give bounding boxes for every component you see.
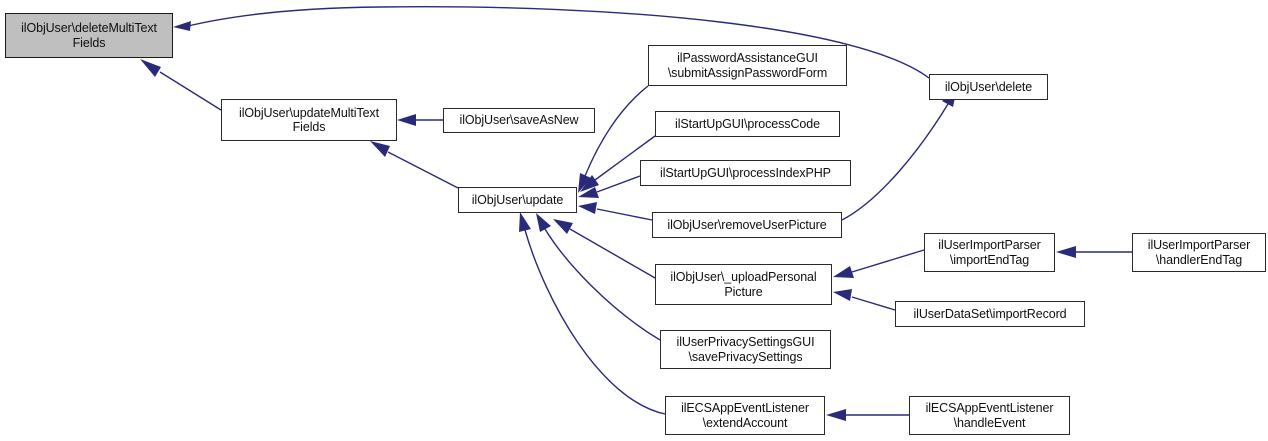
edge-removeuserpicture-to-delete <box>841 88 957 221</box>
node-updatemultitextfields[interactable]: ilObjUser\updateMultiText Fields <box>221 99 397 141</box>
edge-saveasnew-to-updatemulti <box>397 114 443 126</box>
node-submitassignpasswordform[interactable]: ilPasswordAssistanceGUI \submitAssignPas… <box>648 45 847 86</box>
node-saveasnew[interactable]: ilObjUser\saveAsNew <box>443 108 595 133</box>
edge-uploadpersonalpicture-to-update <box>553 219 656 279</box>
edge-submitassignpasswordform-to-update <box>578 85 649 193</box>
edge-updatemulti-to-deletemulti <box>140 59 222 111</box>
edge-processcode-to-update <box>580 135 656 192</box>
edge-processindexphp-to-update <box>578 175 641 198</box>
node-importendtag[interactable]: ilUserImportParser \importEndTag <box>924 233 1055 272</box>
node-uploadpersonalpicture[interactable]: ilObjUser\_uploadPersonal Picture <box>655 264 832 305</box>
node-processindexphp[interactable]: ilStartUpGUI\processIndexPHP <box>640 160 851 186</box>
edge-update-to-updatemulti <box>370 141 459 189</box>
edge-handlerendtag-to-importendtag <box>1056 246 1132 258</box>
node-deletemultitextfields[interactable]: ilObjUser\deleteMultiText Fields <box>5 13 173 58</box>
edge-importrecord-to-uploadpersonalpicture <box>833 289 896 311</box>
node-label: ilUserImportParser \handlerEndTag <box>1147 238 1251 267</box>
edge-handleevent-to-extendaccount <box>826 409 909 421</box>
edge-delete-to-deletemultitextfields <box>173 6 930 79</box>
node-delete[interactable]: ilObjUser\delete <box>929 74 1048 100</box>
node-removeuserpicture[interactable]: ilObjUser\removeUserPicture <box>652 212 842 238</box>
node-label: ilObjUser\_uploadPersonal Picture <box>670 270 817 299</box>
node-handlerendtag[interactable]: ilUserImportParser \handlerEndTag <box>1132 233 1266 272</box>
node-processcode[interactable]: ilStartUpGUI\processCode <box>655 111 840 137</box>
node-label: ilECSAppEventListener \extendAccount <box>681 401 809 430</box>
node-label: ilStartUpGUI\processCode <box>675 116 820 131</box>
node-update[interactable]: ilObjUser\update <box>458 187 577 213</box>
node-label: ilObjUser\updateMultiText Fields <box>239 105 379 135</box>
node-label: ilUserImportParser \importEndTag <box>938 238 1041 267</box>
edge-removeuserpicture-to-update <box>578 202 653 221</box>
node-label: ilObjUser\saveAsNew <box>459 113 579 128</box>
edge-saveprivacysettings-to-update <box>536 213 661 341</box>
node-label: ilStartUpGUI\processIndexPHP <box>660 165 831 180</box>
node-label: ilObjUser\delete <box>944 79 1033 94</box>
node-label: ilObjUser\update <box>471 192 564 207</box>
node-label: ilPasswordAssistanceGUI \submitAssignPas… <box>667 51 828 80</box>
node-label: ilUserDataSet\importRecord <box>913 306 1067 321</box>
node-label: ilUserPrivacySettingsGUI \savePrivacySet… <box>676 335 815 364</box>
edge-extendaccount-to-update <box>519 212 666 415</box>
node-saveprivacysettings[interactable]: ilUserPrivacySettingsGUI \savePrivacySet… <box>660 330 831 369</box>
node-extendaccount[interactable]: ilECSAppEventListener \extendAccount <box>665 396 825 435</box>
edge-importendtag-to-uploadpersonalpicture <box>833 249 925 278</box>
node-handleevent[interactable]: ilECSAppEventListener \handleEvent <box>909 396 1070 435</box>
node-label: ilObjUser\deleteMultiText Fields <box>21 21 157 50</box>
node-importrecord[interactable]: ilUserDataSet\importRecord <box>895 301 1085 327</box>
node-label: ilObjUser\removeUserPicture <box>667 217 827 232</box>
node-label: ilECSAppEventListener \handleEvent <box>925 401 1054 430</box>
